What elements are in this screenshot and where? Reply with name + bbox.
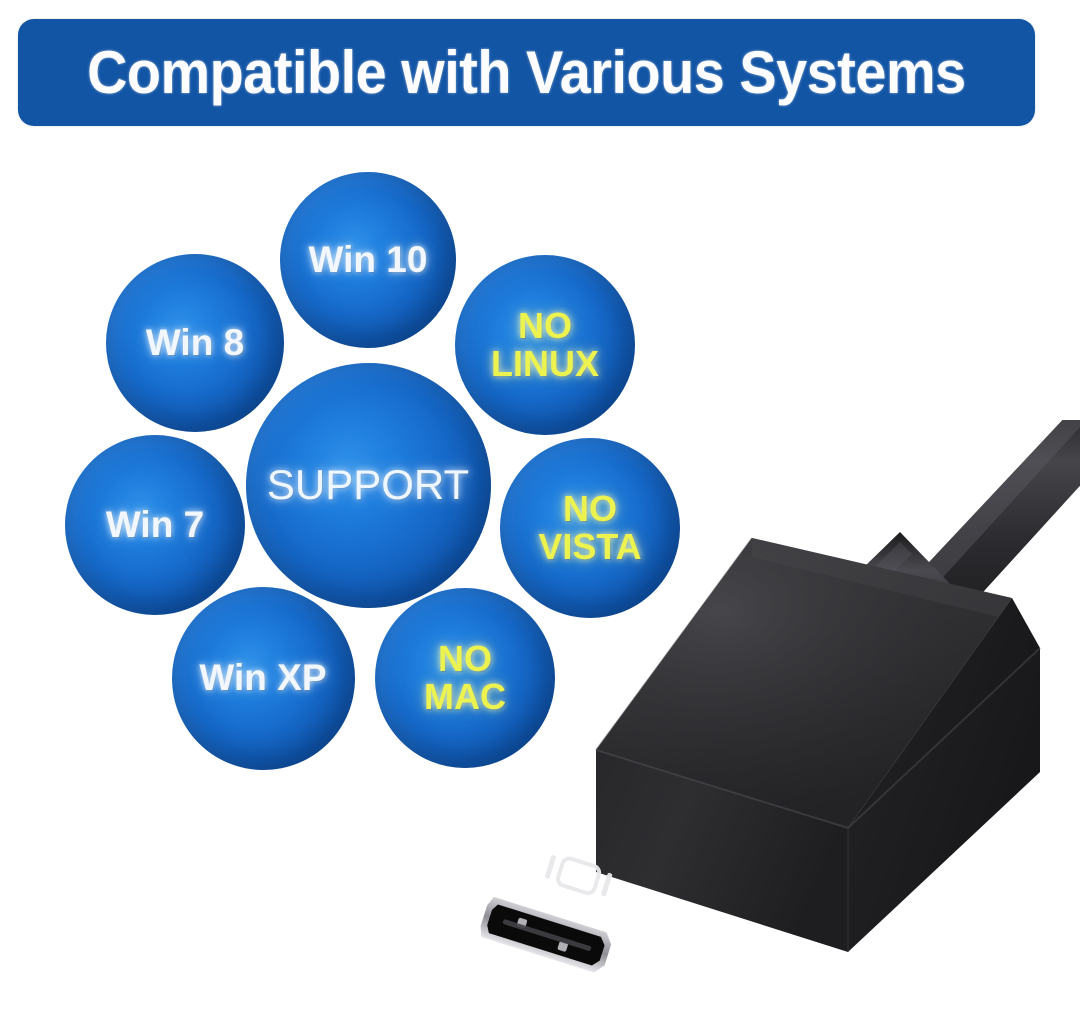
header-banner: Compatible with Various Systems: [18, 19, 1035, 126]
cable-strain-relief: [830, 532, 956, 660]
bubble-label: Win 7: [72, 503, 238, 545]
bubble-win-7: Win 7: [65, 435, 245, 615]
bubble-label-line: NO: [518, 305, 572, 347]
bubble-label-line: Win 7: [105, 503, 205, 545]
page-title: Compatible with Various Systems: [87, 39, 966, 106]
bubble-label-line: MAC: [424, 676, 506, 717]
adapter-cable: [870, 420, 1080, 670]
adapter-body: [595, 537, 1041, 952]
bubble-win-10: Win 10: [280, 172, 456, 348]
bubble-label-line: VISTA: [538, 526, 642, 567]
bubble-support: SUPPORT: [245, 362, 491, 608]
bubble-label-line: NO: [563, 488, 617, 530]
bubble-label-line: SUPPORT: [266, 460, 470, 508]
bubble-win-8: Win 8: [106, 254, 284, 432]
bubble-label: SUPPORT: [255, 460, 480, 508]
bubble-label-line: Win 10: [308, 238, 428, 280]
hdmi-port: [480, 896, 612, 973]
bubble-label-line: LINUX: [491, 343, 599, 384]
bubble-label-line: Win XP: [199, 656, 327, 698]
bubble-label-line: Win 8: [145, 321, 245, 363]
bubble-label: Win 10: [287, 238, 449, 280]
bubble-label: Win XP: [179, 656, 347, 698]
display-monitor-icon: [544, 855, 613, 897]
bubble-win-xp: Win XP: [171, 586, 355, 770]
bubble-label-line: NO: [438, 638, 492, 680]
bubble-label: Win 8: [113, 321, 277, 363]
